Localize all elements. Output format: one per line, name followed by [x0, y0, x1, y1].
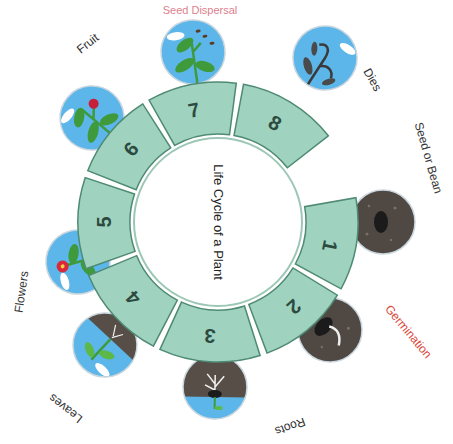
dies-picture [278, 11, 372, 105]
stage-segment: 8 [231, 81, 332, 171]
center-title: Life Cycle of a Plant [211, 164, 225, 280]
stage-label: Flowers [13, 270, 32, 313]
center-circle: Life Cycle of a Plant [132, 136, 304, 308]
stage-label: Seed Dispersal [163, 4, 238, 16]
segment-outline [160, 302, 260, 362]
stage-label: Fruit [74, 31, 101, 56]
segment-outline [249, 268, 338, 353]
stage-segment: 5 [75, 174, 139, 272]
segment-outline [78, 178, 135, 269]
stage-segment: 7 [146, 79, 240, 149]
center-circle-outline [134, 138, 302, 306]
segment-shape [231, 81, 332, 171]
stage-segment: 4 [85, 252, 181, 350]
stage-segment: 2 [245, 264, 341, 357]
stage-label: Roots [273, 414, 307, 437]
segment-outline [234, 84, 328, 167]
stage-number: 3 [204, 324, 217, 347]
roots-picture [180, 352, 249, 421]
stage-label: Germination [382, 303, 434, 362]
stage-label: Dies [360, 66, 383, 93]
stage-number: 5 [93, 216, 115, 227]
stage-label: Leaves [47, 391, 86, 425]
segment-outline [89, 256, 178, 347]
segment-outline [149, 82, 236, 145]
dispersal-picture [155, 14, 232, 91]
seed-picture [349, 188, 417, 256]
stage-label: Seed or Bean [412, 121, 445, 195]
